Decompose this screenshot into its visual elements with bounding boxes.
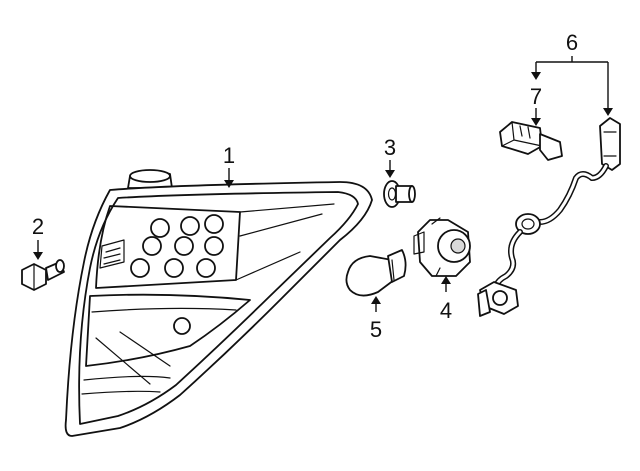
callout-4: 4 (440, 298, 452, 323)
tail-lamp-assembly[interactable] (64, 169, 373, 437)
bulb[interactable] (345, 249, 407, 297)
bolt[interactable] (21, 259, 65, 291)
callout-6: 6 (566, 30, 578, 55)
connector[interactable] (499, 121, 563, 161)
callout-3: 3 (384, 135, 396, 160)
bulb-socket[interactable] (413, 217, 471, 277)
led-cluster (130, 214, 224, 278)
callout-2: 2 (32, 214, 44, 239)
wiring-harness[interactable] (477, 117, 621, 317)
callout-7: 7 (530, 84, 542, 109)
grommet[interactable] (383, 180, 416, 208)
callout-5: 5 (370, 317, 382, 342)
callout-1: 1 (223, 143, 235, 168)
